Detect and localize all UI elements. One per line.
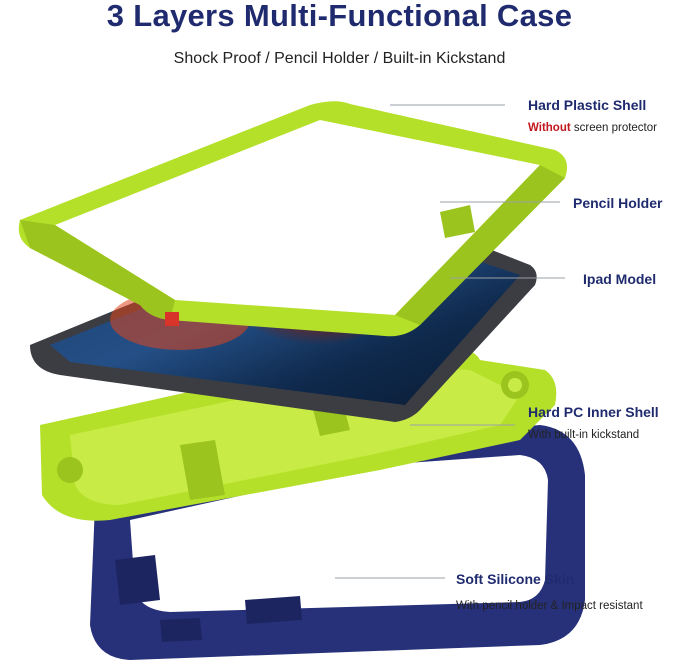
callout-ipad-model-title: Ipad Model bbox=[583, 271, 657, 287]
callout-pencil-holder-title: Pencil Holder bbox=[573, 195, 663, 211]
callout-hard-plastic-shell-note-text: screen protector bbox=[570, 122, 657, 134]
callout-hard-plastic-shell-title: Hard Plastic Shell bbox=[528, 97, 647, 113]
page-subtitle: Shock Proof / Pencil Holder / Built-in K… bbox=[173, 50, 506, 67]
callout-soft-silicone-skin-note: With pencil holder & Impact resistant bbox=[456, 600, 643, 612]
callout-hard-pc-inner-shell-title: Hard PC Inner Shell bbox=[528, 404, 659, 420]
hard-plastic-shell-layer bbox=[18, 101, 568, 337]
leader-lines bbox=[335, 104, 565, 579]
callout-hard-plastic-shell-note: Without screen protector bbox=[528, 122, 657, 134]
callout-hard-pc-inner-shell-note: With built-in kickstand bbox=[528, 429, 640, 441]
page-title: 3 Layers Multi-Functional Case bbox=[106, 0, 573, 33]
callout-soft-silicone-skin-title: Soft Silicone Skin bbox=[456, 571, 575, 587]
callout-hard-plastic-shell-emphasis: Without bbox=[528, 122, 571, 134]
